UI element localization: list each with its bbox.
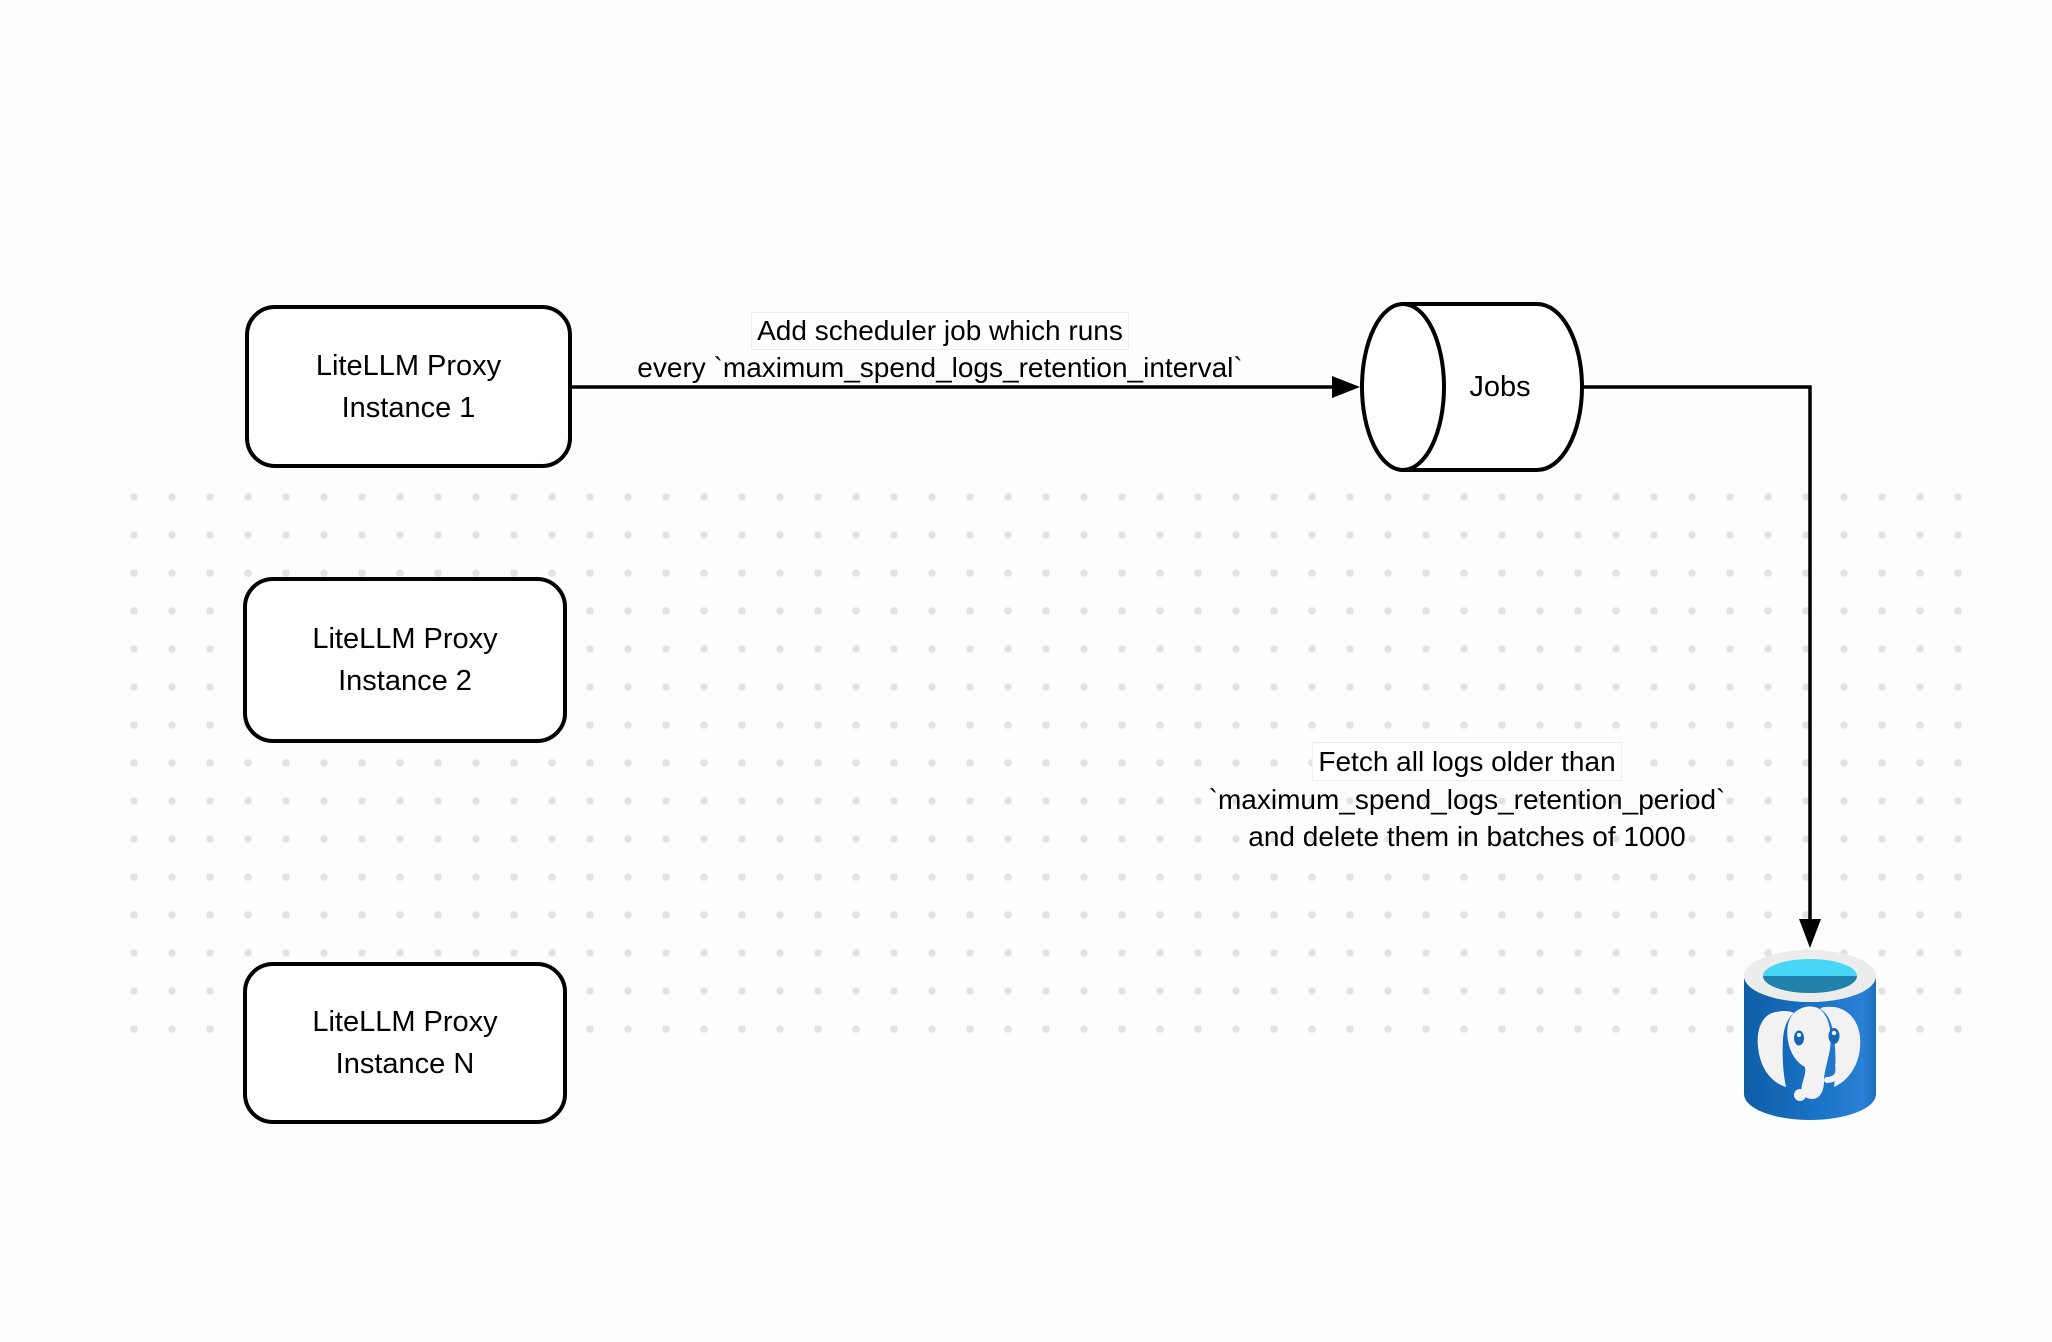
jobs-queue-shape — [1360, 302, 1585, 472]
jobs-cylinder-cap — [1360, 302, 1446, 472]
edge-label-line: Add scheduler job which runs — [540, 312, 1340, 350]
edge-label-text: Fetch all logs older than — [1312, 742, 1622, 781]
edge-label-line: every `maximum_spend_logs_retention_inte… — [637, 352, 1243, 383]
node-label-line: LiteLLM Proxy — [312, 1006, 498, 1038]
node-label-line: Instance N — [335, 1048, 475, 1080]
edge-label-line: and delete them in batches of 1000 — [1248, 821, 1686, 852]
elephant-tusk — [1824, 1062, 1842, 1083]
node-litellm-proxy-instance-n: LiteLLM Proxy Instance N — [243, 962, 567, 1124]
node-label-line: LiteLLM Proxy — [315, 349, 502, 382]
edge-scheduler-arrowhead-icon — [1332, 376, 1360, 398]
edge-label-fetch: Fetch all logs older than `maximum_spend… — [1117, 742, 1817, 855]
edge-label-line: `maximum_spend_logs_retention_period` — [1208, 784, 1726, 815]
edge-fetch-arrowhead-icon — [1799, 919, 1821, 948]
edge-label-scheduler: Add scheduler job which runs every `maxi… — [540, 312, 1340, 386]
node-label-line: Instance 1 — [341, 391, 476, 424]
edge-fetch-line — [1582, 385, 1812, 922]
db-opening-shadow — [1763, 976, 1857, 993]
postgresql-database-icon — [1744, 950, 1876, 1120]
jobs-node-label: Jobs — [1469, 371, 1531, 403]
elephant-eyes — [1794, 1028, 1840, 1046]
node-label-line: LiteLLM Proxy — [312, 623, 498, 655]
postgres-elephant-icon — [1757, 1006, 1861, 1101]
node-litellm-proxy-instance-2: LiteLLM Proxy Instance 2 — [243, 577, 567, 743]
edge-label-line: Fetch all logs older than — [1117, 742, 1817, 781]
edge-label-text: Add scheduler job which runs — [751, 312, 1129, 350]
node-litellm-proxy-instance-1: LiteLLM Proxy Instance 1 — [245, 305, 572, 468]
node-label-line: Instance 2 — [338, 665, 472, 697]
